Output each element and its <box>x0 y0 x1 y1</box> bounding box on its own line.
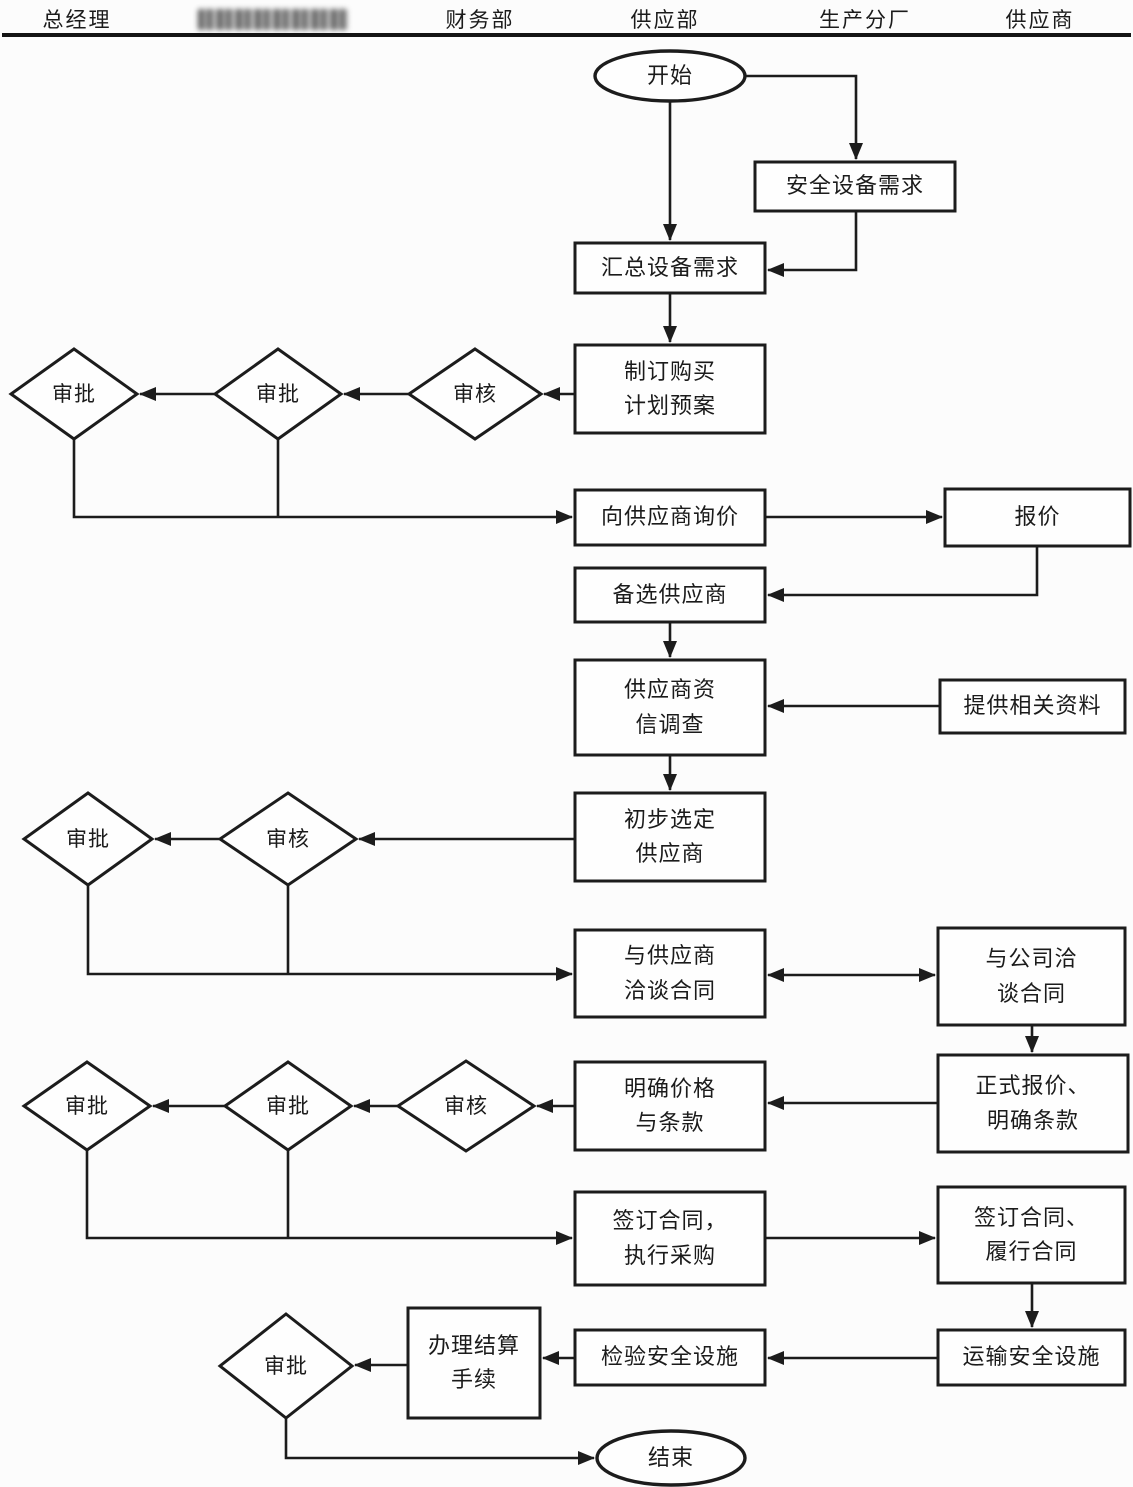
safety-demand-shape <box>753 160 957 213</box>
edge-approve-to-end <box>284 1418 595 1465</box>
column-header-general-manager: 总经理 <box>42 7 112 32</box>
provide-materials-shape <box>938 678 1127 735</box>
formal-quote-shape <box>936 1053 1130 1154</box>
inquiry-shape <box>573 488 767 547</box>
column-header-production-branch: 生产分厂 <box>819 7 911 32</box>
edge-quote-to-candidates <box>767 546 1039 602</box>
settlement-shape <box>406 1306 542 1420</box>
credit-check-shape <box>573 658 767 757</box>
sign-execute-shape <box>573 1190 767 1287</box>
column-header-finance-dept: 财务部 <box>445 7 515 32</box>
approve2-diamond-shape <box>21 791 155 887</box>
column-header-supply-dept: 供应部 <box>630 7 700 32</box>
summarize-demand-shape <box>573 241 767 295</box>
negotiate-company-shape <box>936 926 1127 1027</box>
clarify-price-shape <box>573 1060 767 1152</box>
approve-final-diamond-shape <box>217 1312 355 1420</box>
column-header-supplier: 供应商 <box>1005 7 1075 32</box>
approve1b-diamond-shape <box>212 347 344 441</box>
edge-safety-to-summarize <box>767 211 858 277</box>
approve3b-diamond-shape <box>222 1060 354 1152</box>
review2-diamond-shape <box>217 791 359 887</box>
review3-diamond-shape <box>395 1059 537 1153</box>
edge-approve3a-to-sign <box>85 1150 573 1245</box>
negotiate-supplier-shape <box>573 928 767 1019</box>
transport-safety-shape <box>936 1328 1127 1387</box>
quote-shape <box>943 487 1132 548</box>
candidate-suppliers-shape <box>573 566 767 624</box>
approve1a-diamond-shape <box>8 347 140 441</box>
edge-approve1a-to-inquiry <box>72 439 573 524</box>
edge-start-to-safety-demand <box>745 74 863 160</box>
sign-perform-shape <box>936 1185 1127 1285</box>
edge-approve2-to-negotiate <box>86 885 573 981</box>
end-terminator-shape <box>595 1429 747 1487</box>
purchase-plan-shape <box>573 343 767 435</box>
review1-diamond-shape <box>406 347 544 441</box>
preliminary-select-shape <box>573 791 767 883</box>
header-divider-line <box>2 33 1131 37</box>
inspect-safety-shape <box>573 1328 767 1387</box>
approve3a-diamond-shape <box>21 1060 153 1152</box>
column-header-redacted <box>198 9 348 30</box>
start-terminator-shape <box>593 49 747 103</box>
